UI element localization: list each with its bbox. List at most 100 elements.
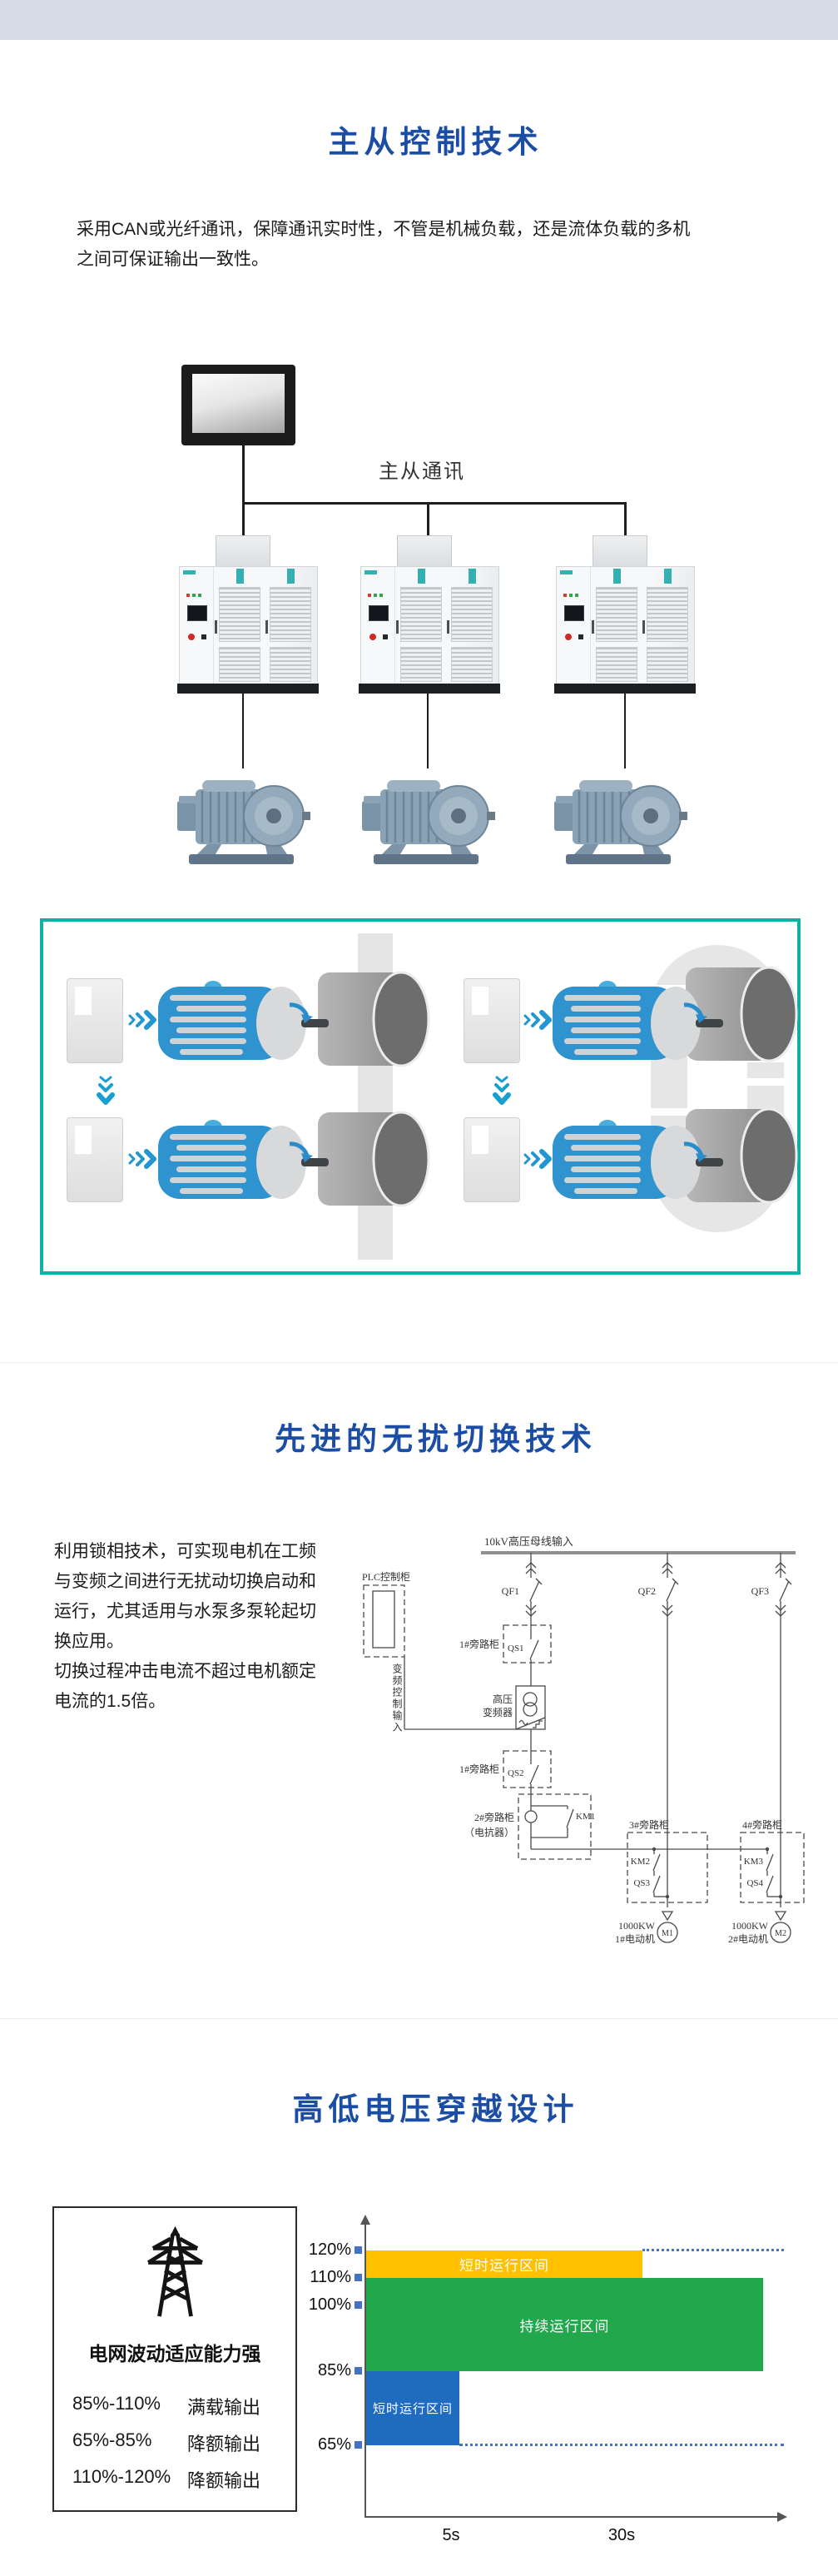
chevron-down-icon [95,1073,117,1110]
grid-adaptability-box: 电网波动适应能力强 85%-110% 满载输出 65%-85% 降额输出 110… [52,2206,297,2512]
door-label-strip [664,569,672,584]
y-tick-label: 110% [310,2268,351,2286]
door-grille [400,647,442,682]
hv-vfd-label: 变频器 [483,1706,513,1718]
door-grille [451,587,493,642]
x-tick-label: 30s [607,2526,636,2544]
section2-paragraph: 利用锁相技术，可实现电机在工频 与变频之间进行无扰动切换启动和 运行，尤其适用与… [54,1537,354,1717]
inverter-cabinet [359,535,500,702]
tick-marker [355,2441,362,2449]
contactor-label: KM1 [576,1812,595,1822]
section1-title: 主从控制技术 [328,125,543,159]
paragraph-line: 与变频之间进行无扰动切换启动和 [54,1572,316,1591]
drum-icon [318,1110,430,1208]
cabinet-display [369,605,389,621]
paragraph-line: 切换过程冲击电流不超过电机额定 [54,1662,316,1681]
voltage-range: 65%-85% [72,2429,152,2450]
door-handle [592,620,594,634]
cabinet-base [177,684,319,694]
switching-circuit-diagram: 10kV高压母线输入 QF1 QF2 QF3 1#旁路柜 QS1 [362,1535,805,1945]
voltage-range: 85%-110% [72,2393,161,2414]
output-mode: 降额输出 [187,2470,261,2491]
cabinet-control-panel [557,567,591,686]
motor-icon [362,764,495,868]
breaker-label: QF1 [502,1585,519,1597]
comm-drop-wire [624,502,627,540]
door-handle [396,620,399,634]
cabinet-door [447,567,495,686]
bar-label: 持续运行区间 [519,2318,610,2335]
y-tick-label: 120% [308,2240,351,2259]
blue-motor-icon [158,1119,329,1202]
dotted-reference-line [459,2444,784,2446]
vfd-drive-icon [67,978,123,1063]
comm-drop-wire [242,502,245,540]
key-switch [201,634,206,639]
paragraph-line: 换应用。 [54,1632,124,1651]
y-axis-arrow [360,2215,370,2225]
vfd-drive-icon [464,978,520,1063]
y-tick-label: 85% [317,2361,351,2380]
paragraph-line: 运行，尤其适用与水泵多泵轮起切 [54,1602,316,1621]
door-label-strip [236,569,244,584]
chevron-right-icon [127,1147,161,1171]
door-grille [219,647,260,682]
comm-drop-wire [427,502,429,540]
cabinet-door [592,567,640,686]
bypass-cabinet-label: 1#旁路柜 [459,1638,499,1650]
door-grille [400,587,442,642]
switch-label: QS3 [633,1878,650,1888]
blue-motor-icon [158,980,329,1063]
y-axis [364,2225,366,2518]
vfd-drive-icon [464,1117,520,1202]
bar-continuous: 持续运行区间 [366,2278,763,2371]
output-mode: 降额输出 [187,2434,261,2454]
dotted-reference-line [642,2249,784,2251]
door-grille [596,587,637,642]
bus-label: 10kV高压母线输入 [484,1535,573,1548]
output-mode: 满载输出 [187,2397,261,2418]
hv-vfd-label: 高压 [493,1693,513,1705]
cabinet-door [642,567,691,686]
cabinet-body [360,566,499,687]
cabinet-base [554,684,696,694]
contactor-label: KM3 [744,1857,764,1867]
tick-marker [355,2274,362,2281]
brand-logo [560,570,573,574]
switch-label: QS2 [508,1768,524,1778]
motor-power-label: 1000KW [618,1920,656,1932]
bar-label: 短时运行区间 [372,2402,453,2416]
emergency-button [369,634,376,640]
switching-illustration [40,918,801,1275]
breaker-label: QF3 [751,1585,769,1597]
motor-cable [242,694,244,768]
bypass-cabinet-label: 1#旁路柜 [459,1763,499,1775]
door-handle [265,620,268,634]
paragraph-line: 之间可保证输出一致性。 [77,250,269,269]
bypass-cabinet-label: 2#旁路柜 [474,1811,514,1823]
monitor-screen [192,374,285,433]
breaker-label: QF2 [638,1585,656,1597]
cabinet-display [187,605,207,621]
blue-motor-icon [553,1119,723,1202]
bypass-cabinet-label: 3#旁路柜 [629,1818,669,1831]
cabinet-door [396,567,444,686]
door-grille [219,587,260,642]
emergency-button [565,634,572,640]
hmi-monitor-icon [181,365,295,445]
cabinet-control-panel [361,567,395,686]
inverter-cabinet [554,535,696,702]
door-handle [642,620,645,634]
cabinet-vent-hood [216,535,270,572]
key-switch [578,634,583,639]
cabinet-display [564,605,584,621]
y-tick-label: 100% [308,2295,351,2314]
door-label-strip [613,569,621,584]
blue-motor-icon [553,980,723,1063]
motor-icon [554,764,687,868]
motor-label: M2 [775,1929,786,1938]
door-grille [270,647,311,682]
indicator-lights [368,594,383,597]
x-axis [364,2516,781,2518]
door-grille [451,647,493,682]
